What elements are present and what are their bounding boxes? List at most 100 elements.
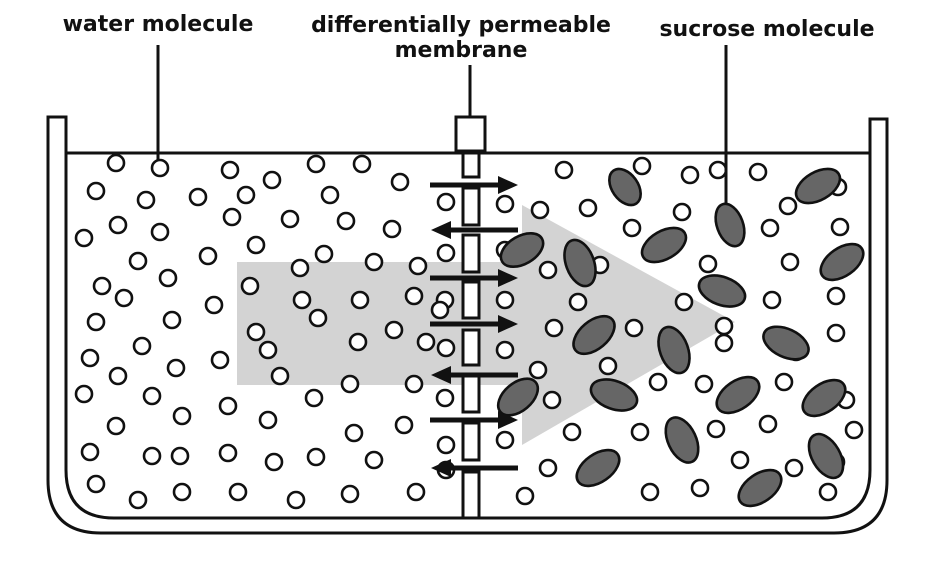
water-molecule [198, 246, 218, 266]
water-molecule [264, 452, 284, 472]
sucrose-molecule [499, 231, 545, 269]
water-molecule [158, 268, 178, 288]
sucrose-molecule [819, 242, 865, 282]
water-molecule [236, 185, 256, 205]
water-molecule [762, 290, 782, 310]
water-molecule [640, 482, 660, 502]
water-molecule [228, 482, 248, 502]
water-molecule [390, 172, 410, 192]
water-molecule [435, 388, 455, 408]
water-molecule [308, 308, 328, 328]
water-molecule-label: water molecule [63, 12, 254, 37]
membrane-label-line1: differentially permeable [311, 13, 611, 38]
water-molecule [598, 356, 618, 376]
water-molecule [404, 286, 424, 306]
water-molecule [436, 338, 456, 358]
water-molecule [86, 474, 106, 494]
water-molecule [826, 323, 846, 343]
water-molecule [166, 358, 186, 378]
water-molecule [258, 410, 278, 430]
water-molecule [648, 372, 668, 392]
water-molecule [132, 336, 152, 356]
sucrose-molecule-label: sucrose molecule [659, 17, 874, 42]
water-molecule [128, 251, 148, 271]
water-molecule [286, 490, 306, 510]
arrow-right [430, 315, 518, 333]
water-molecule [416, 332, 436, 352]
sucrose-molecule [762, 325, 810, 361]
water-molecule [528, 360, 548, 380]
water-molecule [306, 154, 326, 174]
water-molecule [150, 222, 170, 242]
water-molecule [218, 443, 238, 463]
water-molecule [708, 160, 728, 180]
water-molecule [554, 160, 574, 180]
water-molecule [690, 478, 710, 498]
water-molecule [142, 446, 162, 466]
water-molecule [340, 484, 360, 504]
water-molecule [436, 435, 456, 455]
water-molecule [774, 372, 794, 392]
water-molecule [758, 414, 778, 434]
water-molecule [314, 244, 334, 264]
water-molecule [714, 333, 734, 353]
water-molecule [495, 290, 515, 310]
water-molecule [784, 458, 804, 478]
water-molecule [162, 310, 182, 330]
water-molecule [562, 422, 582, 442]
sucrose-molecule [563, 238, 597, 288]
sucrose-molecule [589, 378, 639, 412]
water-molecule [172, 406, 192, 426]
water-molecule [672, 202, 692, 222]
water-molecule [384, 320, 404, 340]
arrow-right [430, 176, 518, 194]
water-molecule [108, 366, 128, 386]
water-molecule [262, 170, 282, 190]
water-molecule [436, 243, 456, 263]
water-molecule [106, 416, 126, 436]
water-molecule [222, 207, 242, 227]
arrow-right [430, 269, 518, 287]
water-molecule [544, 318, 564, 338]
water-molecule [218, 396, 238, 416]
water-molecule [292, 290, 312, 310]
sucrose-molecule [657, 325, 691, 375]
water-molecule [74, 228, 94, 248]
water-molecule [830, 217, 850, 237]
water-molecule [352, 154, 372, 174]
water-molecule [714, 316, 734, 336]
water-molecule [340, 374, 360, 394]
arrow-left [431, 459, 518, 477]
water-molecule [780, 252, 800, 272]
water-molecule [515, 486, 535, 506]
water-molecule [495, 340, 515, 360]
water-molecule [382, 219, 402, 239]
water-molecule [436, 192, 456, 212]
arrow-left [431, 366, 518, 384]
water-molecule [760, 218, 780, 238]
water-molecules [74, 153, 864, 510]
water-molecule [495, 194, 515, 214]
water-molecule [80, 348, 100, 368]
sucrose-molecules [496, 167, 865, 508]
membrane-pore-segment [461, 186, 481, 227]
water-molecule [844, 420, 864, 440]
water-molecule [270, 366, 290, 386]
water-molecule [538, 458, 558, 478]
sucrose-molecule [714, 202, 746, 248]
water-molecule [142, 386, 162, 406]
water-molecule [172, 482, 192, 502]
sucrose-molecule [640, 226, 688, 264]
water-molecule [530, 200, 550, 220]
water-molecule [220, 160, 240, 180]
water-molecule [210, 350, 230, 370]
leader-lines [156, 45, 728, 205]
water-molecule [136, 190, 156, 210]
water-molecule [108, 215, 128, 235]
water-molecule [320, 185, 340, 205]
water-molecule [364, 252, 384, 272]
water-molecule [280, 209, 300, 229]
water-molecule [404, 374, 424, 394]
water-molecule [344, 423, 364, 443]
sucrose-molecule [608, 167, 642, 207]
